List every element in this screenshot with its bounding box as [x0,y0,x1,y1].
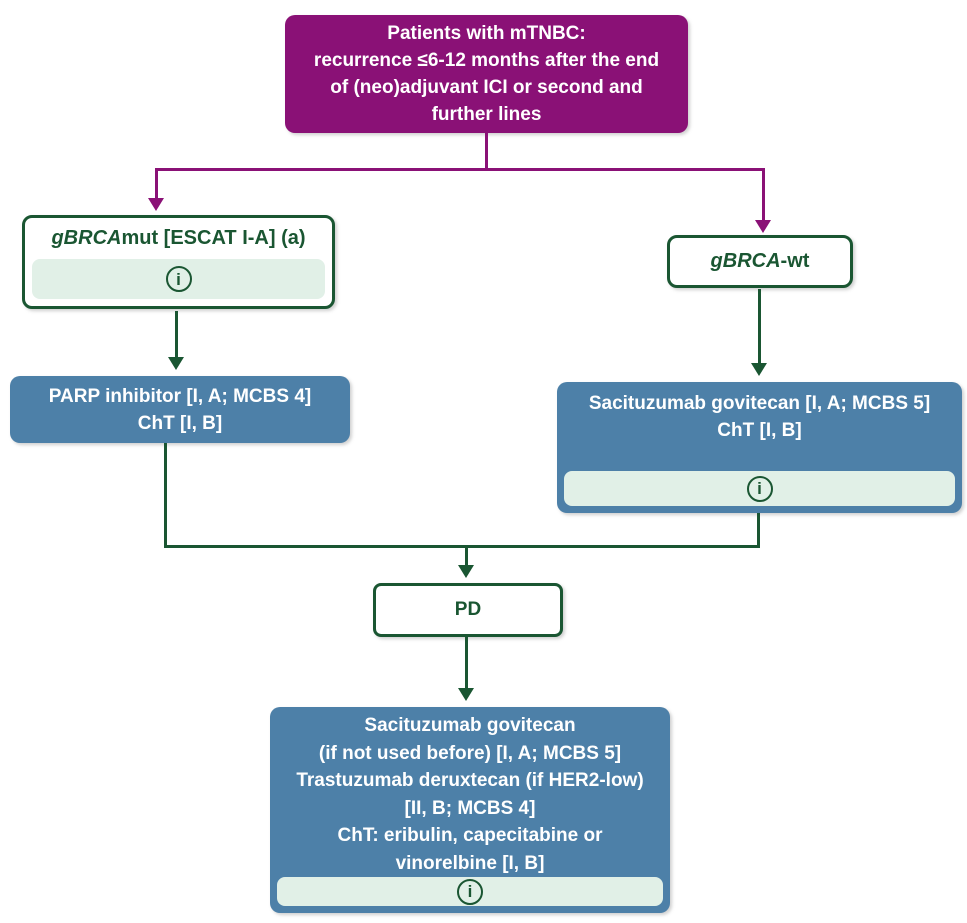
gbrca-wt-label-rest: -wt [780,250,810,272]
arrowhead-right-branch [755,220,771,233]
gbrca-mut-label-gene: gBRCA [51,227,122,249]
final-box-line: ChT: eribulin, capecitabine or [337,825,603,846]
gbrca-wt-label-gene: gBRCA [710,250,781,272]
arrowhead-to-parp [168,357,184,370]
final-box-line: Trastuzumab deruxtecan (if HER2-low) [296,770,644,791]
parp-inhibitor-box: PARP inhibitor [I, A; MCBS 4] ChT [I, B] [10,376,350,443]
info-icon: i [746,475,773,502]
connector-root-branch-bar [155,168,765,171]
connector-parp-down [164,443,167,547]
gbrca-mut-info-button[interactable]: i [32,259,325,299]
connector-merge-bar [164,545,760,548]
arrowhead-left-branch [148,198,164,211]
sacituzumab-box: Sacituzumab govitecan [I, A; MCBS 5] ChT… [557,382,962,513]
connector-gbrca-mut-to-parp [175,311,178,359]
final-info-button[interactable]: i [277,877,663,906]
root-box-line: recurrence ≤6-12 months after the end [313,50,660,71]
root-box-line: Patients with mTNBC: [387,23,586,44]
final-box-line: vinorelbine [I, B] [395,852,545,874]
final-box-line: Sacituzumab govitecan [364,715,576,736]
final-box-text: Sacituzumab govitecan (if not used befor… [270,707,670,877]
root-box-line: further lines [431,104,542,125]
sacituzumab-info-button[interactable]: i [564,471,955,506]
arrowhead-to-sg [751,363,767,376]
final-box-line: (if not used before) [I, A; MCBS 5] [318,742,622,764]
info-icon: i [165,266,192,292]
connector-merge-to-pd [465,545,468,567]
parp-box-line: PARP inhibitor [I, A; MCBS 4] [48,385,312,407]
connector-left-branch [155,168,158,200]
pd-box: PD [373,583,563,637]
pd-label: PD [454,599,482,620]
connector-pd-to-final [465,637,468,689]
info-icon: i [457,878,483,905]
gbrca-wt-box: gBRCA-wt [667,235,853,288]
root-box-line: of (neo)adjuvant ICI or second and [330,77,643,98]
arrowhead-to-final [458,688,474,701]
connector-sg-down [757,513,760,547]
parp-box-line: ChT [I, B] [137,412,223,434]
final-box-line: [II, B; MCBS 4] [404,797,536,819]
sacituzumab-box-text: Sacituzumab govitecan [I, A; MCBS 5] ChT… [557,382,962,444]
connector-gbrca-wt-to-sg [758,289,761,365]
final-treatment-box: Sacituzumab govitecan (if not used befor… [270,707,670,913]
connector-root-stem [485,133,488,170]
sacituzumab-box-line: Sacituzumab govitecan [I, A; MCBS 5] [588,393,931,414]
arrowhead-to-pd [458,565,474,578]
sacituzumab-box-line: ChT [I, B] [717,420,802,441]
connector-right-branch [762,168,765,221]
root-box-mtnbc: Patients with mTNBC: recurrence ≤6-12 mo… [285,15,688,133]
gbrca-mut-label-rest: mut [ESCAT I-A] (a) [121,227,306,249]
gbrca-wt-label: gBRCA-wt [711,238,810,285]
